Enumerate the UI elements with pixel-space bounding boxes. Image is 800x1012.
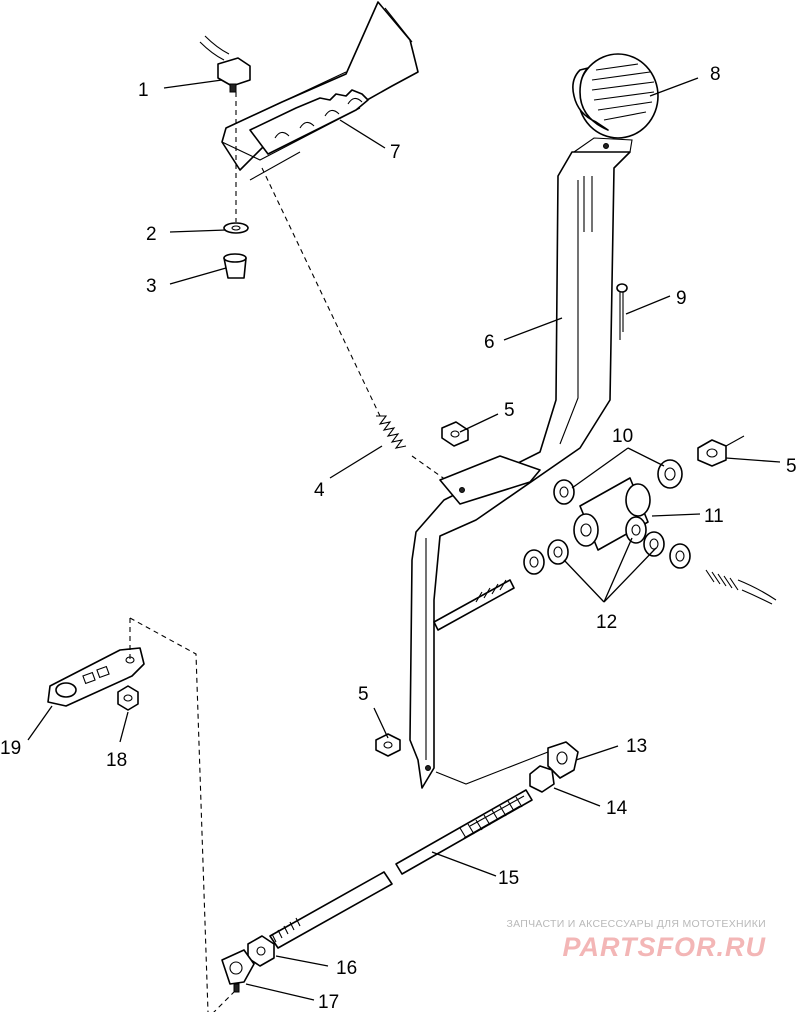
spring-part [261,167,447,481]
lower-rod-part [269,871,393,949]
callout-5c: 5 [358,684,369,705]
callout-6: 6 [484,332,495,353]
callout-18: 18 [106,750,127,771]
callout-2: 2 [146,224,157,245]
brake-arm-part [47,647,145,711]
watermark: ЗАПЧАСТИ И АКСЕССУАРЫ ДЛЯ МОТОТЕХНИКИ PA… [506,918,766,963]
nut-part-upper [441,421,469,447]
leader-lines [27,77,781,1001]
serrated-plate-part [249,89,369,155]
watermark-logo: PARTSFOR.RU [562,932,766,962]
callout-9: 9 [676,288,687,309]
pedal-pad-part [572,53,659,139]
callout-8: 8 [710,64,721,85]
nut-part-lower [375,733,401,757]
switch-part [199,35,251,93]
callout-7: 7 [390,142,401,163]
callout-12: 12 [596,612,617,633]
callout-3: 3 [146,276,157,297]
callout-11: 11 [704,506,724,527]
callout-17: 17 [318,992,339,1012]
callout-14: 14 [606,798,628,819]
watermark-tagline: ЗАПЧАСТИ И АКСЕССУАРЫ ДЛЯ МОТОТЕХНИКИ [506,918,766,930]
cotter-pin-part [616,283,628,340]
nut-part-right [697,435,745,467]
callout-labels: 1 2 3 4 5 5 5 6 7 8 9 10 11 12 13 14 15 … [0,64,797,1012]
callout-1: 1 [138,80,149,101]
bumper-part [223,253,247,279]
brake-pedal-arm-part [409,137,633,789]
pivot-bolt-part [433,569,777,631]
callout-19: 19 [0,738,21,759]
callout-10: 10 [612,426,633,447]
callout-4: 4 [314,480,325,501]
rod-end-part [221,935,275,993]
pivot-assembly-part [523,459,691,575]
washer-part [223,222,249,234]
frame-bracket [221,1,419,181]
callout-16: 16 [336,958,357,979]
callout-5b: 5 [786,456,797,477]
callout-5a: 5 [504,400,515,421]
callout-13: 13 [626,736,647,757]
callout-15: 15 [498,868,519,889]
brake-rod-part [395,741,579,875]
